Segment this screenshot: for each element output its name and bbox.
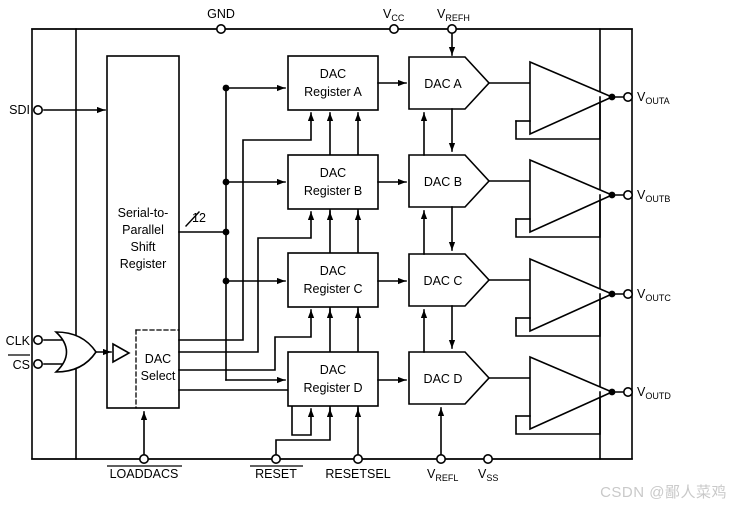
pin-reset (270, 453, 281, 464)
pin-vouta (622, 92, 633, 103)
svg-text:Register D: Register D (303, 381, 362, 395)
output-amplifier-a (488, 60, 629, 140)
svg-text:DAC: DAC (145, 352, 171, 366)
pin-terminals (32, 23, 633, 464)
dac-register-b (287, 154, 379, 210)
label-voutc: VOUTC (637, 287, 671, 303)
dac-register-a-label: DAC Register A (304, 67, 362, 99)
label-vss: VSS (478, 467, 498, 483)
dac-select-line-a (178, 112, 315, 341)
dac-select-line-d (178, 389, 315, 436)
clock-buffer-triangle (112, 342, 131, 364)
dac-select (135, 329, 180, 409)
dac-select-label: DAC Select (141, 352, 176, 383)
svg-text:Register C: Register C (303, 282, 362, 296)
label-cs: CS (13, 358, 30, 372)
dac-register-c-label: DAC Register C (303, 264, 362, 296)
pin-cs (32, 358, 43, 369)
dac-register-d (287, 351, 379, 407)
dac-a-label: DAC A (424, 77, 462, 91)
label-vcc: VCC (383, 7, 405, 23)
junction-dots (222, 84, 616, 396)
dac-c (408, 253, 491, 307)
label-sdi: SDI (9, 103, 30, 117)
dac-register-d-label: DAC Register D (303, 363, 362, 395)
pin-vss (482, 453, 493, 464)
svg-text:Shift: Shift (130, 240, 156, 254)
svg-text:Register: Register (120, 257, 167, 271)
output-amplifier-d (488, 355, 629, 435)
label-vrefl: VREFL (427, 467, 458, 483)
dac-a (408, 56, 491, 110)
dac-register-a (287, 55, 379, 111)
label-voutd: VOUTD (637, 385, 671, 401)
svg-text:Serial-to-: Serial-to- (118, 206, 169, 220)
dac-register-b-label: DAC Register B (304, 166, 362, 198)
dac-c-label: DAC C (424, 274, 463, 288)
data-bus-wire (178, 87, 227, 381)
svg-text:DAC: DAC (320, 67, 346, 81)
label-vrefh: VREFH (437, 7, 470, 23)
pin-gnd (216, 23, 227, 34)
svg-text:Register A: Register A (304, 85, 362, 99)
label-reset: RESET (255, 467, 297, 481)
dac-b-label: DAC B (424, 175, 462, 189)
svg-text:DAC: DAC (320, 264, 346, 278)
or-gate (53, 331, 97, 373)
dac-select-line-c (178, 309, 315, 371)
label-clk: CLK (6, 334, 31, 348)
pin-vcc (388, 23, 399, 34)
csdn-watermark: CSDN @鄙人菜鸡 (600, 484, 727, 501)
label-voutb: VOUTB (637, 188, 670, 204)
shift-register-label: Serial-to- Parallel Shift Register (118, 206, 169, 271)
pin-vrefl (435, 453, 446, 464)
pin-resetsel (352, 453, 363, 464)
dac-select-line-b (178, 211, 315, 353)
dac-register-c (287, 252, 379, 308)
dac-b (408, 154, 491, 208)
svg-text:Parallel: Parallel (122, 223, 164, 237)
label-loaddacs: LOADDACS (110, 467, 179, 481)
label-gnd: GND (207, 7, 235, 21)
pin-voutb (622, 190, 633, 201)
svg-text:Register B: Register B (304, 184, 362, 198)
bus-width-label: 12 (192, 211, 206, 225)
pin-voutc (622, 288, 633, 299)
dac-d (408, 351, 491, 405)
output-amplifier-c (488, 257, 629, 337)
svg-text:DAC: DAC (320, 363, 346, 377)
pin-loaddacs (139, 453, 150, 464)
label-resetsel: RESETSEL (325, 467, 390, 481)
pin-sdi (32, 105, 43, 116)
svg-text:DAC: DAC (320, 166, 346, 180)
dac-d-label: DAC D (424, 372, 463, 386)
pin-clk (32, 334, 43, 345)
pin-voutd (622, 386, 633, 397)
output-amplifier-b (488, 158, 629, 238)
svg-text:Select: Select (141, 369, 176, 383)
label-vouta: VOUTA (637, 90, 670, 106)
vrefl-chain-up (420, 112, 445, 456)
pin-vrefh (446, 23, 457, 34)
